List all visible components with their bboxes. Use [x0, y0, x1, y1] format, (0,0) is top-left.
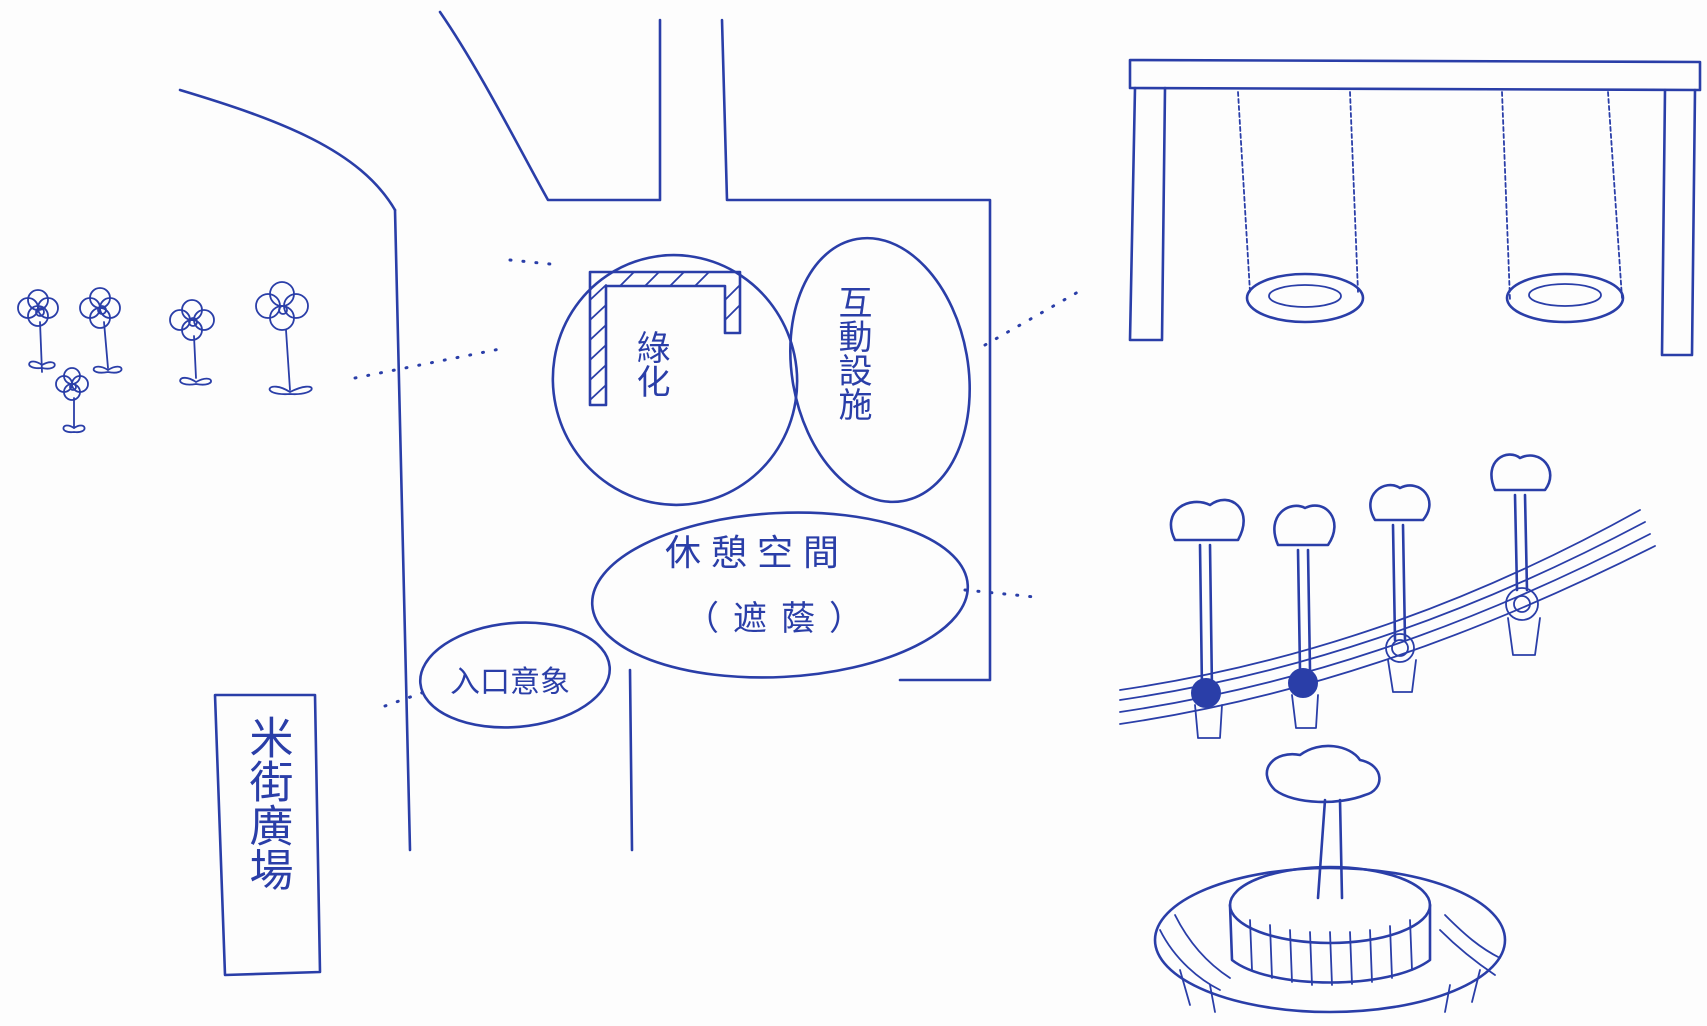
tree-icon — [1490, 453, 1552, 656]
interactive-facility-label: 互動設施 — [832, 285, 872, 421]
greening-zone: 綠化 — [551, 253, 799, 507]
tree-icon — [1169, 498, 1245, 739]
tree-bench-illustration — [1153, 744, 1507, 1014]
swing-set-illustration — [1128, 58, 1702, 357]
entrance-image-label: 入口意象 — [450, 665, 570, 700]
flower-icon — [55, 367, 89, 433]
rice-street-plaza: 米街廣場 — [213, 693, 322, 977]
greening-label: 綠化 — [630, 330, 670, 398]
leader-lines — [353, 258, 1087, 708]
entrance-image-zone: 入口意象 — [418, 621, 612, 729]
rest-space-label: 休憩空間 — [665, 533, 849, 574]
flower-icon — [79, 287, 123, 374]
flower-icon — [17, 289, 59, 373]
site-boundary — [178, 10, 992, 852]
interactive-facility-zone: 互動設施 — [789, 236, 971, 504]
tree-icon — [1273, 504, 1336, 729]
flower-icon — [169, 299, 215, 386]
rest-space-zone: 休憩空間 （遮蔭） — [590, 511, 970, 679]
shade-label: （遮蔭） — [685, 599, 877, 639]
rice-street-plaza-label: 米街廣場 — [242, 715, 294, 891]
flowers-illustration — [17, 281, 313, 433]
tree-icon — [1369, 483, 1431, 693]
flower-icon — [255, 281, 313, 395]
tree-lined-path-illustration — [1119, 453, 1656, 739]
